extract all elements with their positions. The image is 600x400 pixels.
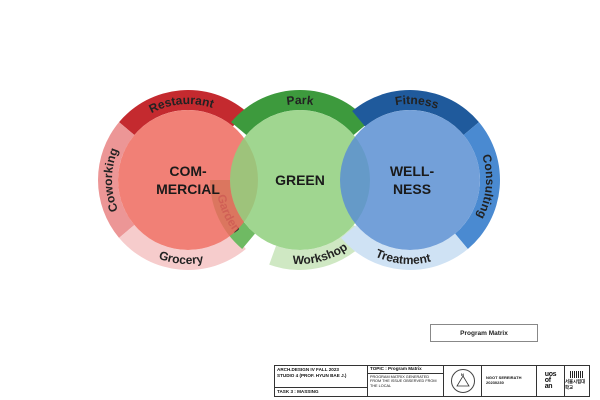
wellness-core-circle [340,110,480,250]
commercial-ring-label-2: Grocery [157,248,204,267]
wellness-core-label-1: NESS [393,181,431,197]
studio-logo: N [444,366,482,396]
student-name: NGOT SEREIRATH [486,375,522,380]
commercial-ring-text-2: Grocery [157,248,204,267]
topic-desc-line2: FROM THE ISSUE OBSERVED FROM [370,379,437,384]
wellness-ring-segment-0 [352,89,479,136]
commercial-core-label-1: MERCIAL [156,181,220,197]
uos-text-3: an [544,383,553,390]
commercial-ring-text-1: Coworking [101,146,121,214]
commercial-ring-segment-0 [119,90,246,136]
green-ring-segment-0 [231,89,369,136]
north-letter: N [461,372,464,377]
seal-icon [570,371,584,378]
seoul-university-seal: 서울시립대학교 [565,366,589,396]
wellness-core-label-0: WELL- [390,163,435,179]
course-info: ARCH.DESIGN IV FALL 2023 STUDIO 4 (PROF.… [275,366,368,396]
university-logo: uos of an [537,366,565,396]
uos-text-2: of [544,377,551,384]
commercial-ring-segment-1 [97,122,135,238]
wellness-ring-segment-1 [454,122,500,249]
commercial-ring-label-1: Coworking [101,146,121,214]
studio-name: STUDIO 4 (PROF. HYUN BAE J.) [277,373,347,378]
green-ring-label-0: Park [286,93,315,108]
commercial-ring-segment-2 [119,224,246,271]
commercial-core-circle [118,110,258,250]
north-arrow-icon: N [450,369,475,393]
task-label: TASK 3 : MASSING [275,387,367,396]
topic-desc-line3: THE LOCAL [370,383,392,388]
green-core-circle [230,110,370,250]
title-block: ARCH.DESIGN IV FALL 2023 STUDIO 4 (PROF.… [274,365,590,397]
program-matrix-caption: Program Matrix [430,324,538,342]
seoul-university-name: 서울시립대학교 [565,379,586,390]
topic-info: TOPIC : Program Matrix PROGRAM MATRIX GE… [368,366,444,396]
green-ring-text-0: Park [286,93,315,108]
topic-title: TOPIC : Program Matrix [368,366,443,374]
uos-text: uos [544,371,557,378]
course-name: ARCH.DESIGN IV FALL 2023 [277,367,339,372]
wellness-ring-segment-2 [341,224,468,270]
student-info: NGOT SEREIRATH 20230230 [482,366,537,396]
student-id: 20230230 [486,380,504,385]
topic-desc-line1: PROGRAM MATRIX GENERATED [370,374,430,379]
green-core-label-0: GREEN [275,172,325,188]
commercial-core-label-0: COM- [169,163,207,179]
